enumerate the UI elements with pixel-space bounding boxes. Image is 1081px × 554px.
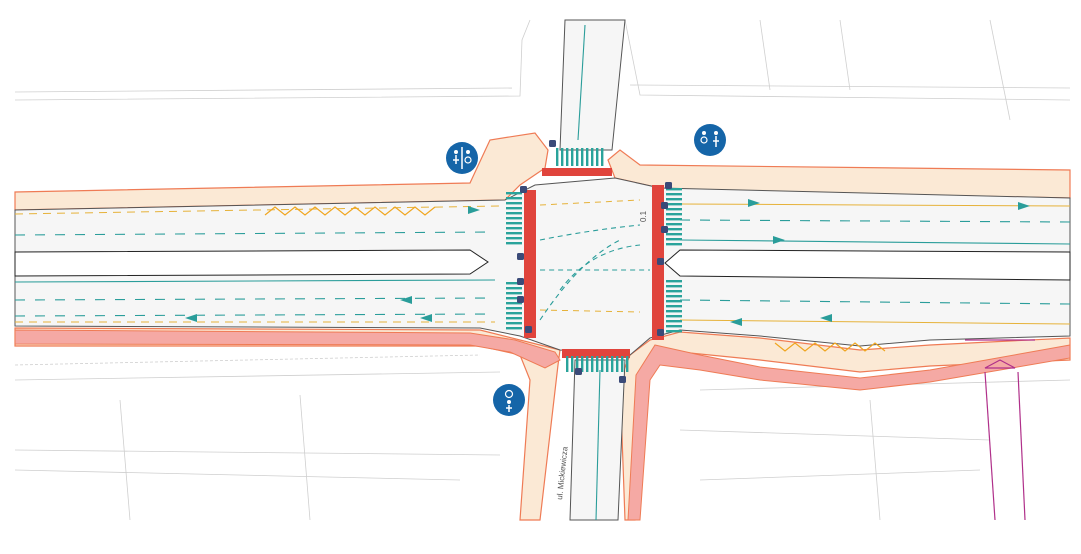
traffic-signal-icon — [661, 202, 668, 209]
zebra-stripe — [666, 218, 682, 221]
zebra-stripe — [506, 242, 522, 245]
zebra-stripe — [581, 356, 584, 372]
lane-arrows — [185, 199, 1030, 326]
zebra-stripe — [581, 148, 584, 166]
zebra-stripe — [586, 148, 589, 166]
zebra-stripe — [621, 356, 624, 372]
zebra-stripe — [666, 290, 682, 293]
zebra-stripe — [666, 330, 682, 333]
zebra-stripe — [506, 327, 522, 330]
zebra-stripe — [666, 233, 682, 236]
zebra-stripe — [666, 300, 682, 303]
zebra-stripe — [666, 208, 682, 211]
zebra-stripe — [596, 356, 599, 372]
lane-lines — [14, 24, 1071, 521]
traffic-signal-icon — [619, 376, 626, 383]
zebra-stripe — [666, 228, 682, 231]
sign-east — [694, 124, 726, 156]
zebra-stripe — [506, 307, 522, 310]
median-islands — [14, 249, 1071, 281]
zebra-stripe — [571, 148, 574, 166]
zebra-stripe — [506, 222, 522, 225]
zebra-stripe — [616, 356, 619, 372]
zebra-stripe — [506, 292, 522, 295]
zebra-stripe — [601, 356, 604, 372]
zebra-stripe — [666, 325, 682, 328]
zebra-stripe — [666, 320, 682, 323]
east-arm-marker: 0.1 — [639, 210, 648, 222]
zebra-stripe — [606, 356, 609, 372]
zebra-stripe — [506, 302, 522, 305]
traffic-signal-icon — [661, 226, 668, 233]
zigzag-markings — [264, 206, 886, 352]
zebra-stripe — [506, 217, 522, 220]
zebra-stripe — [666, 285, 682, 288]
zebra-stripe — [666, 213, 682, 216]
zebra-stripe — [666, 310, 682, 313]
zebra-stripe — [506, 312, 522, 315]
traffic-signal-icon — [517, 253, 524, 260]
zebra-stripe — [556, 148, 559, 166]
zebra-stripe — [666, 193, 682, 196]
traffic-signal-icon — [657, 258, 664, 265]
zebra-stripe — [666, 280, 682, 283]
zebra-stripe — [566, 148, 569, 166]
bus-stop-marking — [965, 339, 1035, 521]
zebra-stripe — [666, 203, 682, 206]
bike-path — [14, 329, 1071, 521]
zebra-stripe — [666, 188, 682, 191]
zebra-stripe — [506, 317, 522, 320]
zebra-stripe — [601, 148, 604, 166]
traffic-signal-icon — [525, 326, 532, 333]
zebra-stripe — [666, 295, 682, 298]
traffic-signal-icon — [665, 182, 672, 189]
zebra-stripe — [666, 223, 682, 226]
zebra-stripe — [611, 356, 614, 372]
zebra-stripe — [506, 232, 522, 235]
zebra-stripe — [506, 287, 522, 290]
signal-heads — [517, 140, 672, 383]
traffic-signal-icon — [549, 140, 556, 147]
zebra-stripe — [566, 356, 569, 372]
zebra-stripe — [506, 227, 522, 230]
traffic-signal-icon — [657, 329, 664, 336]
zebra-crosswalks — [506, 148, 682, 372]
zebra-stripe — [596, 148, 599, 166]
zebra-stripe — [666, 315, 682, 318]
traffic-signal-icon — [520, 186, 527, 193]
zebra-stripe — [506, 192, 522, 195]
zebra-stripe — [506, 322, 522, 325]
zebra-stripe — [506, 282, 522, 285]
shared-bike-pedestrian-sign-icon — [694, 124, 726, 156]
sign-west — [446, 142, 478, 174]
traffic-signal-icon — [517, 296, 524, 303]
zebra-stripe — [666, 243, 682, 246]
zebra-stripe — [626, 356, 629, 372]
zebra-stripe — [591, 148, 594, 166]
zebra-stripe — [666, 198, 682, 201]
zebra-stripe — [576, 356, 579, 372]
zebra-stripe — [571, 356, 574, 372]
zebra-stripe — [506, 202, 522, 205]
zebra-stripe — [666, 238, 682, 241]
zebra-stripe — [576, 148, 579, 166]
zebra-stripe — [591, 356, 594, 372]
traffic-signal-icon — [575, 368, 582, 375]
zebra-stripe — [506, 197, 522, 200]
traffic-signal-icon — [517, 278, 524, 285]
sign-south — [493, 384, 525, 416]
zebra-stripe — [586, 356, 589, 372]
yellow-lines — [14, 199, 1071, 325]
zebra-stripe — [666, 305, 682, 308]
zebra-stripe — [506, 212, 522, 215]
zebra-stripe — [506, 207, 522, 210]
zebra-stripe — [561, 148, 564, 166]
zebra-stripe — [506, 237, 522, 240]
zebra-stripe — [506, 297, 522, 300]
